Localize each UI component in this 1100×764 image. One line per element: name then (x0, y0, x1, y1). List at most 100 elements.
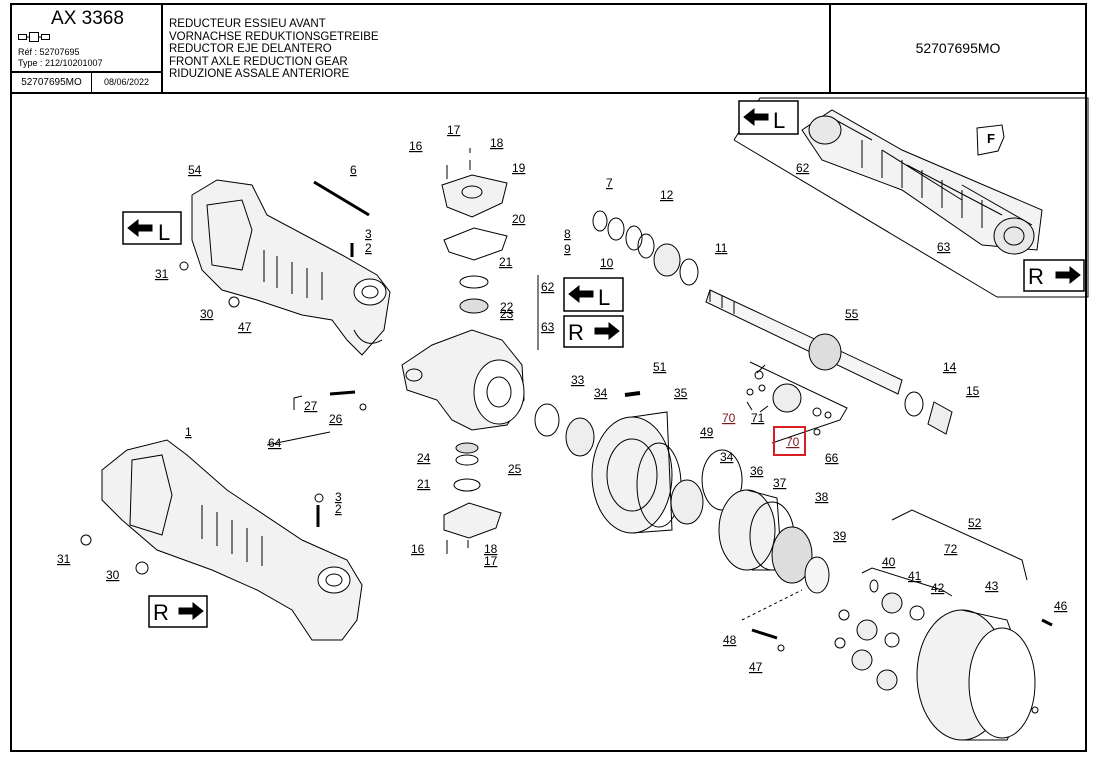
reference-number: Réf : 52707695 (18, 47, 80, 57)
part-label: 34 (720, 450, 734, 464)
part-label: 11 (715, 241, 728, 255)
hub-bearing (565, 417, 595, 457)
part-label: 7 (606, 176, 613, 190)
part-label: 43 (985, 579, 999, 593)
type-number: Type : 212/10201007 (18, 58, 103, 68)
part-label: 24 (417, 451, 431, 465)
plug-lower (80, 534, 92, 546)
stud (624, 391, 641, 397)
part-label: 70 (722, 411, 736, 425)
part-label: 2 (335, 502, 342, 516)
part-label: 17 (484, 554, 498, 568)
left-label: L (598, 285, 610, 310)
part-label: 17 (447, 123, 461, 137)
part-label: 26 (329, 412, 343, 426)
upper-axle-housing (191, 179, 391, 356)
assembly-bracket (891, 509, 1028, 581)
left-label: L (158, 220, 170, 245)
right-label: R (568, 320, 584, 345)
part-label: 33 (571, 373, 585, 387)
part-label: 21 (417, 477, 431, 491)
part-label: 6 (350, 163, 357, 177)
part-label: 3 (335, 490, 342, 504)
part-label: 35 (674, 386, 688, 400)
part-label: 16 (411, 542, 425, 556)
nut-lower (314, 493, 324, 503)
pin (329, 390, 356, 396)
left-side-box-housing: L (122, 211, 182, 245)
right-label: R (1028, 264, 1044, 289)
part-label: 71 (751, 411, 765, 425)
dashed-leader (741, 589, 803, 621)
part-label: 46 (1054, 599, 1068, 613)
part-label: 36 (750, 464, 764, 478)
part-label: 15 (966, 384, 980, 398)
stud-small (751, 628, 778, 640)
part-label: 10 (600, 256, 614, 270)
thrust-washer (804, 556, 830, 594)
hub-cover (916, 609, 1039, 741)
title-de: VORNACHSE REDUKTIONSGETREIBE (169, 30, 379, 43)
plug-upper (179, 261, 189, 271)
left-side-box-top: L (738, 100, 799, 135)
title-es: REDUCTOR EJE DELANTERO (169, 43, 332, 55)
washer-small (777, 644, 785, 652)
part-label: 47 (749, 660, 763, 674)
part-label: 51 (653, 360, 667, 374)
part-label: 20 (512, 212, 526, 226)
part-label: 55 (845, 307, 859, 321)
part-label: 30 (106, 568, 120, 582)
selected-part-highlight[interactable] (773, 426, 806, 456)
part-label: 2 (365, 241, 372, 255)
part-label: 63 (541, 320, 555, 334)
part-label: 31 (57, 552, 71, 566)
part-label: 72 (944, 542, 958, 556)
exploded-view-frame: F L R L R L R (10, 94, 1089, 752)
title-en: FRONT AXLE REDUCTION GEAR (169, 55, 348, 68)
document-code: 52707695MO (12, 73, 92, 92)
part-label: 18 (490, 136, 504, 150)
exploded-view-drawing: F L R L R L R (57, 97, 1089, 741)
part-label: 64 (268, 436, 282, 450)
long-bolt (313, 180, 370, 217)
title-fr: REDUCTEUR ESSIEU AVANT (169, 18, 326, 30)
plug-upper-lower (228, 296, 240, 308)
part-label: 25 (508, 462, 522, 476)
part-label: 37 (773, 476, 787, 490)
gear-carrier (771, 526, 813, 584)
title-block: REDUCTEUR ESSIEU AVANT VORNACHSE REDUKTI… (163, 5, 831, 92)
part-label: 40 (882, 555, 896, 569)
parts-diagram-header: AX 3368 Réf : 52707695 Type : 212/102010… (10, 3, 1087, 94)
part-label: 8 (564, 227, 571, 241)
steering-knuckle (401, 329, 525, 431)
part-label: 18 (484, 542, 498, 556)
part-label: 38 (815, 490, 829, 504)
title-it: RIDUZIONE ASSALE ANTERIORE (169, 68, 350, 80)
axle-icon (18, 32, 50, 42)
bracket-64b (266, 431, 331, 446)
part-label: 70 (786, 435, 800, 449)
lower-axle-housing (101, 439, 363, 641)
document-date: 08/06/2022 (92, 73, 163, 92)
part-label: 22 (500, 300, 514, 314)
part-label: 31 (155, 267, 169, 281)
plug-lower-2 (135, 561, 149, 575)
part-label: 12 (660, 188, 674, 202)
lower-kingpin-stack (443, 442, 502, 554)
part-label: 62 (796, 161, 810, 175)
part-label: 49 (700, 425, 714, 439)
right-label: R (153, 600, 169, 625)
planetary-gears (834, 567, 953, 691)
part-label: 23 (500, 307, 514, 321)
part-label: 16 (409, 139, 423, 153)
nut (359, 403, 367, 411)
part-label: 27 (304, 399, 318, 413)
part-label: 14 (943, 360, 957, 374)
right-side-box-center: R (563, 315, 624, 348)
shaft-seal (904, 391, 924, 417)
part-label: 3 (365, 227, 372, 241)
part-label: 42 (931, 581, 945, 595)
right-side-box-housing: R (148, 595, 208, 628)
part-label: 34 (594, 386, 608, 400)
hub-seal (534, 403, 560, 437)
